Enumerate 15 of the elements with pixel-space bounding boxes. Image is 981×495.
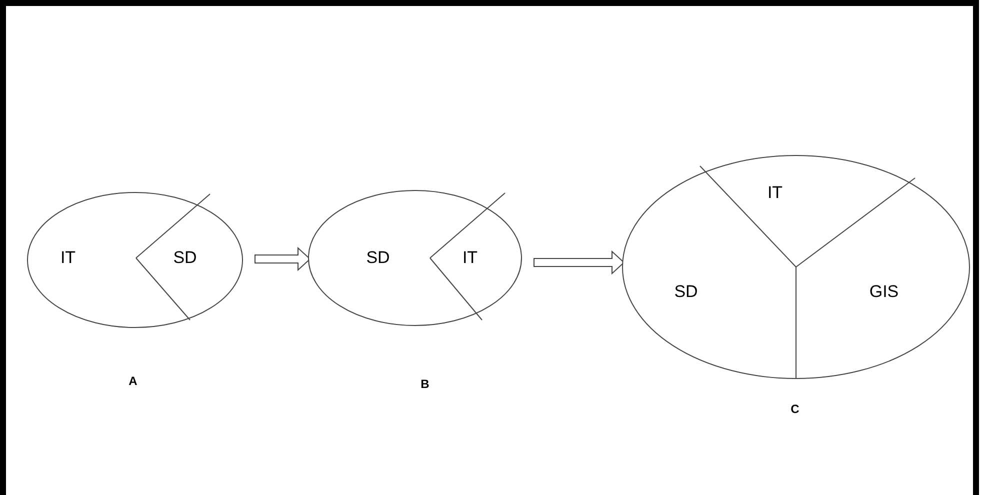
sector-label: IT [60,248,76,268]
sector-label: SD [674,282,698,302]
sector-label: GIS [869,282,899,302]
pie-ellipse [308,190,522,326]
sector-label: IT [462,248,478,268]
block-arrow [534,250,625,275]
block-arrow [254,246,311,272]
pie-ellipse [622,155,970,379]
panel-letter: B [420,377,430,391]
panel-letter: C [790,402,800,416]
panel-letter: A [128,374,138,388]
sector-label: SD [173,248,197,268]
pie-ellipse [27,192,243,328]
sector-label: IT [767,183,783,203]
sector-label: SD [366,248,390,268]
